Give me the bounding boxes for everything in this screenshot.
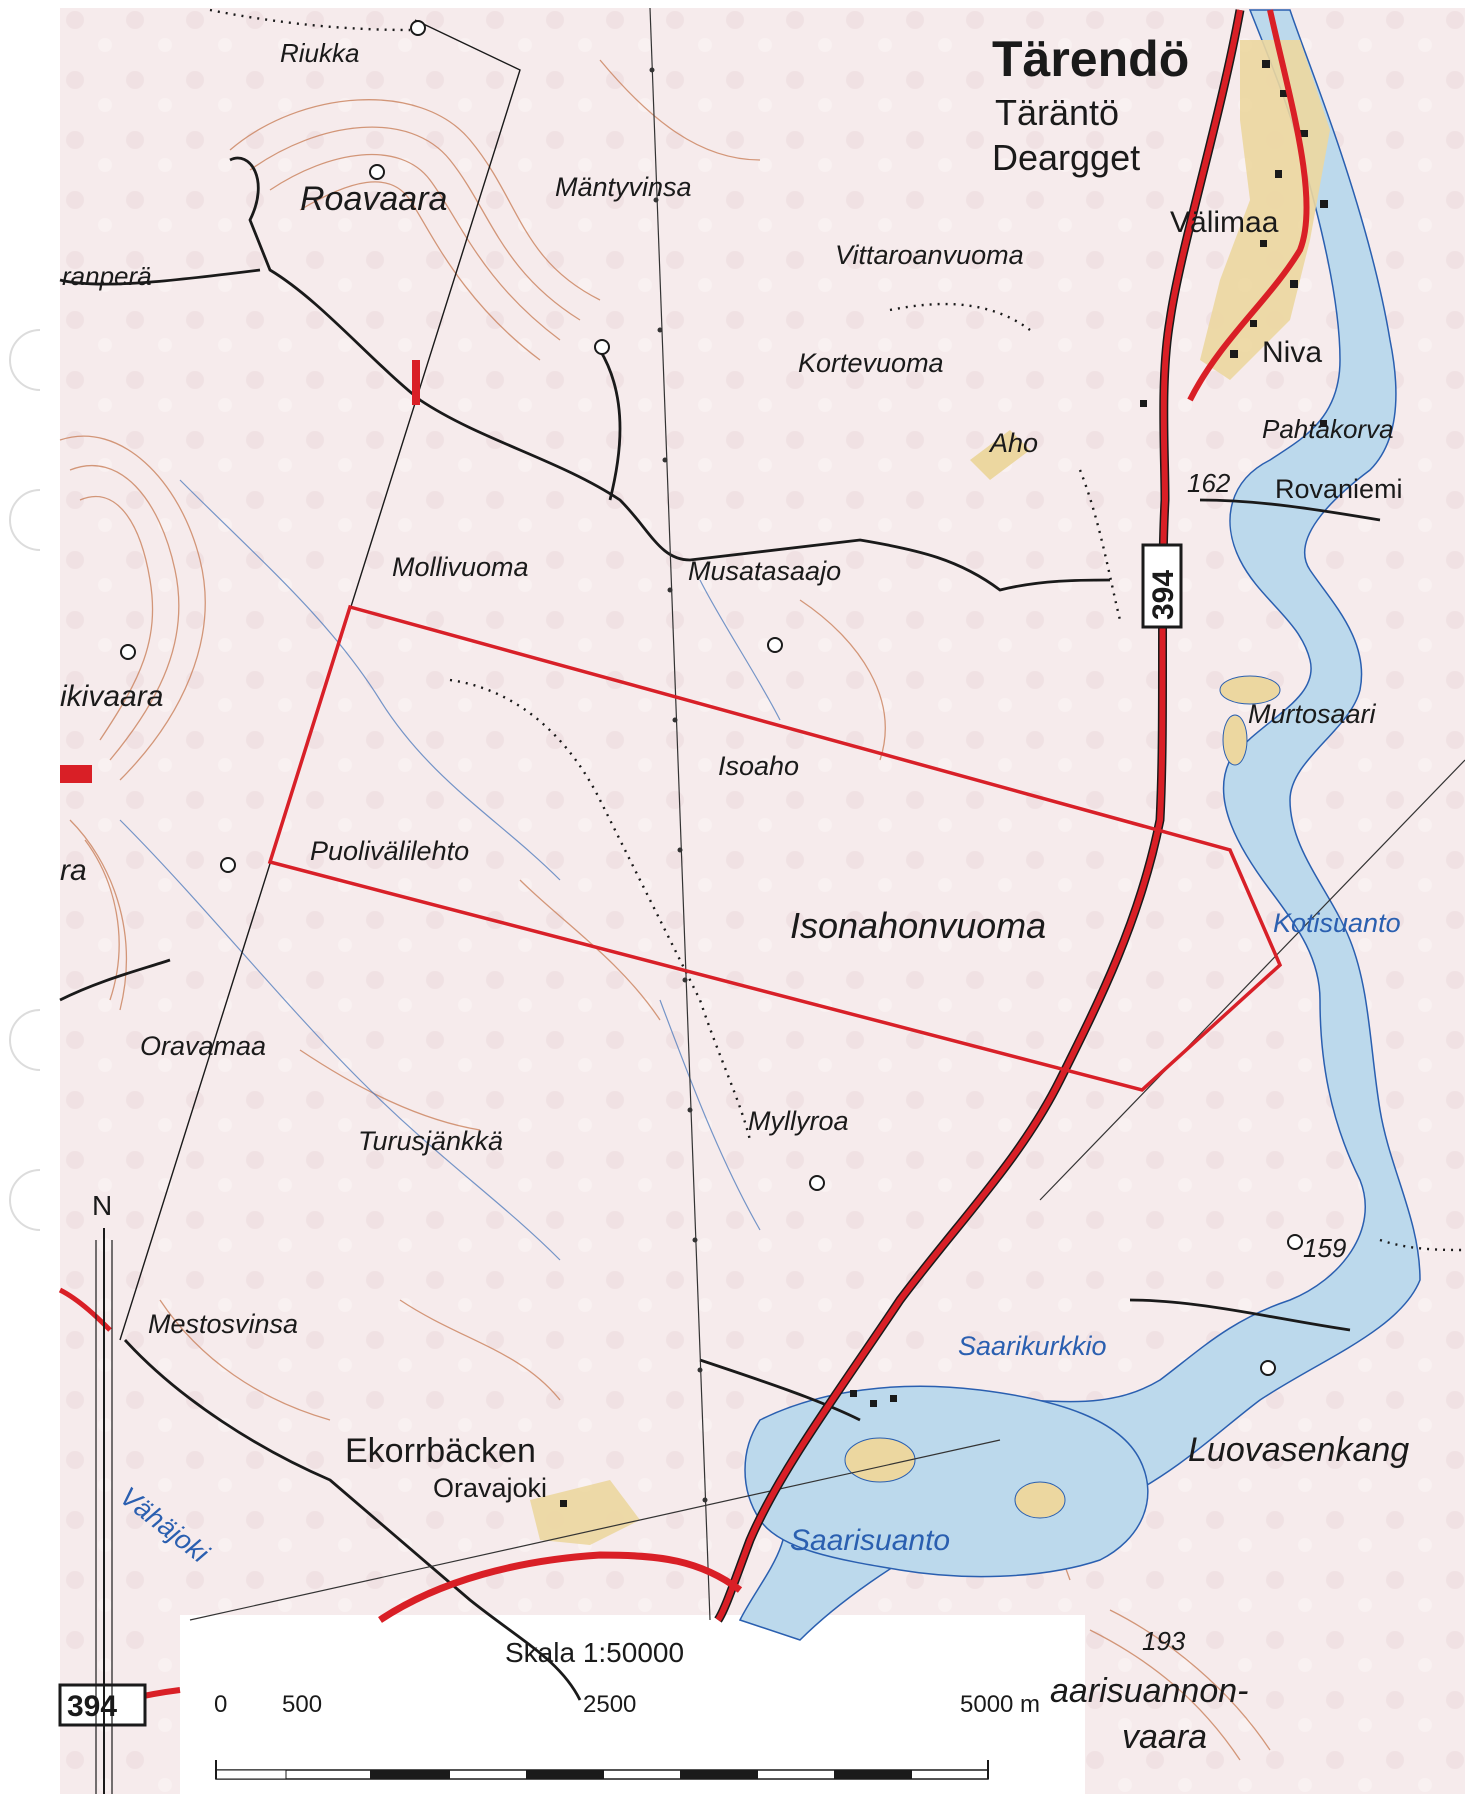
town-label-taranto: Täräntö: [995, 92, 1119, 133]
lake-saarisuanto: [744, 1385, 1149, 1578]
place-label-murtosaari: Murtosaari: [1248, 699, 1377, 729]
scale-tick-0: 0: [214, 1691, 227, 1718]
place-label-musatasaajo: Musatasaajo: [688, 556, 841, 586]
road-shield-394-bottom: 394: [58, 1683, 147, 1727]
place-label-puolivalilehto: Puolivälilehto: [310, 836, 469, 866]
trails: [209, 8, 1465, 1252]
main-road-branch: [1187, 9, 1310, 402]
road-shield-394: 394: [1141, 543, 1183, 629]
elevation-159: 159: [1303, 1233, 1346, 1263]
power-lines: [189, 7, 1465, 1621]
place-label-saarisuannon: aarisuannon-: [1050, 1672, 1248, 1710]
red-marker-left: [60, 765, 92, 783]
road-number-label: 394: [1147, 570, 1180, 620]
scale-tick-500: 500: [282, 1691, 322, 1718]
water-label-saarisuanto: Saarisuanto: [790, 1524, 950, 1557]
north-arrow: N: [92, 1190, 113, 1794]
place-label-ikivaara: ikivaara: [60, 680, 163, 713]
scale-tick-2500: 2500: [583, 1691, 636, 1718]
scale-tick-5000: 5000 m: [960, 1691, 1040, 1718]
scale-title: Skala 1:50000: [505, 1637, 684, 1668]
settlement-oravajoki: [530, 1480, 640, 1545]
place-label-mantyvinsa: Mäntyvinsa: [555, 172, 692, 202]
scale-bar: Skala 1:50000 0 500 2500 5000 m: [214, 1637, 1040, 1780]
place-label-ekorrbacken: Ekorrbäcken: [345, 1432, 536, 1470]
place-label-valimaa: Välimaa: [1170, 206, 1279, 239]
place-label-ra: ra: [60, 854, 87, 887]
main-road-394-fill: [715, 9, 1243, 1622]
binder-holes: [9, 329, 41, 1231]
elevation-193: 193: [1142, 1626, 1186, 1656]
secondary-road-bottom: [378, 1551, 743, 1623]
municipal-boundary: [119, 19, 521, 1341]
town-label-deargget: Deargget: [992, 137, 1140, 178]
place-label-isonahonvuoma: Isonahonvuoma: [790, 905, 1046, 946]
place-label-vaara: vaara: [1122, 1718, 1207, 1756]
study-area-boundary: [267, 604, 1283, 1092]
place-label-roavaara: Roavaara: [300, 180, 447, 218]
place-label-myllyroa: Myllyroa: [748, 1106, 849, 1136]
water-label-saarikurkkio: Saarikurkkio: [958, 1331, 1107, 1361]
peak-markers: [120, 20, 1303, 1376]
place-label-mollivuoma: Mollivuoma: [392, 552, 529, 582]
place-label-niva: Niva: [1262, 336, 1322, 369]
scale-panel: [180, 1615, 1085, 1794]
place-label-isoaho: Isoaho: [718, 751, 799, 781]
town-label-tarendo: Tärendö: [992, 31, 1189, 87]
place-label-vittaroanvuoma: Vittaroanvuoma: [835, 240, 1024, 270]
secondary-road-left: [58, 1287, 112, 1332]
streams: [119, 479, 781, 1261]
red-marker-road: [412, 360, 420, 405]
place-label-kortevuoma: Kortevuoma: [798, 348, 944, 378]
place-label-ranpera: ranperä: [62, 261, 152, 291]
place-label-aho: Aho: [988, 428, 1038, 458]
minor-roads: [59, 156, 1381, 1701]
place-label-rovaniemi: Rovaniemi: [1275, 474, 1403, 504]
north-label: N: [92, 1190, 112, 1221]
place-label-riukka: Riukka: [280, 38, 359, 68]
place-label-oravajoki: Oravajoki: [433, 1473, 547, 1503]
place-label-oravamaa: Oravamaa: [140, 1031, 266, 1061]
water-label-kotisuanto: Kotisuanto: [1273, 908, 1401, 938]
power-line-ticks: [649, 67, 708, 1503]
place-label-mestosvinsa: Mestosvinsa: [148, 1309, 298, 1339]
place-label-turusjankka: Turusjänkkä: [358, 1126, 503, 1156]
place-label-luovasenkang: Luovasenkang: [1188, 1431, 1409, 1469]
islands: [844, 675, 1281, 1519]
place-label-pahtakorva: Pahtakorva: [1262, 414, 1394, 444]
road-number-bottom-label: 394: [67, 1690, 117, 1723]
elevation-162: 162: [1187, 468, 1231, 498]
settlement-aho: [970, 430, 1030, 480]
